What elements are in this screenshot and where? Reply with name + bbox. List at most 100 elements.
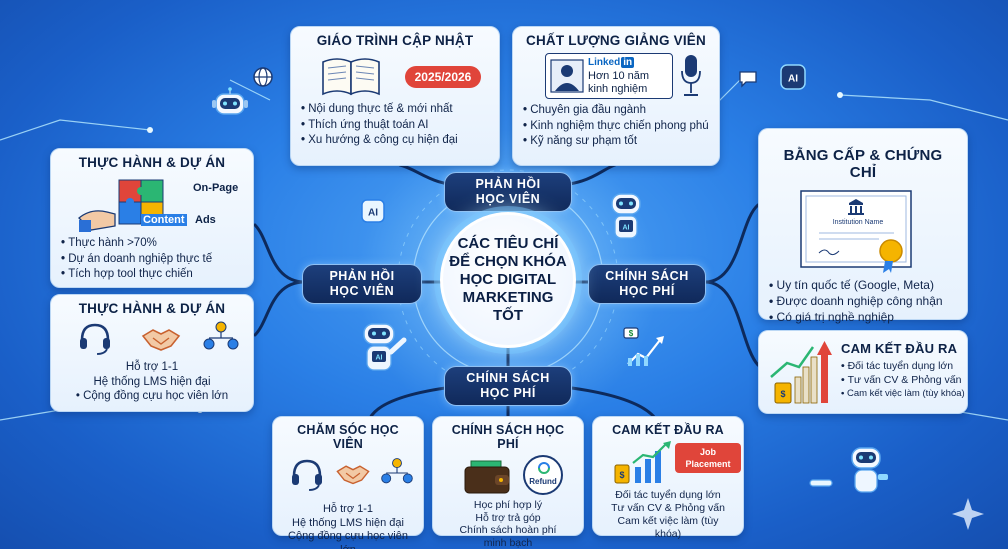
list-item: Có giá trị nghề nghiệp [769,309,957,325]
list-item: Hỗ trợ trả góp [475,511,541,524]
list-item: Cộng đồng cựu học viên lớn [288,530,408,549]
list-item: • Cộng đồng cựu học viên lớn [75,390,229,402]
list-item: Kỹ năng sư phạm tốt [523,134,709,150]
list-item: Nội dung thực tế & mới nhất [301,102,489,118]
puzzle-label-content: Content [141,214,187,226]
ai-chip-icon-right: AI [780,64,806,90]
linkedin-in-badge: in [621,57,635,68]
certificate-visual: Institution Name [769,185,957,277]
center-topic-circle: CÁC TIÊU CHÍ ĐỂ CHỌN KHÓA HỌC DIGITAL MA… [440,212,576,348]
center-line: CÁC TIÊU CHÍ [457,235,559,252]
center-line: HỌC DIGITAL [459,271,557,288]
ai-chip-icon: AI [361,199,385,223]
person-avatar-icon [550,59,584,93]
curriculum-title: GIÁO TRÌNH CẬP NHẬT [316,33,474,48]
output-card-right: $ CAM KẾT ĐẦU RA Đối tác tuyển dụng lớn … [758,330,968,414]
hub-line: PHẢN HỒI [329,269,395,283]
robot-waving-icon: AI [363,323,407,371]
list-item: Thích ứng thuật toán AI [301,118,489,134]
practice-bottom-lines: Hỗ trợ 1-1 Hệ thống LMS hiện đại • Cộng … [61,360,243,404]
care-title: CHĂM SÓC HỌC VIÊN [297,423,399,451]
refresh-icon [538,462,550,474]
experience-line-1: Hơn 10 năm [588,70,650,82]
svg-text:AI: AI [788,74,798,85]
certificate-bullets: Uy tín quốc tế (Google, Meta) Được doanh… [769,277,957,325]
hub-line: HỌC PHÍ [480,386,536,400]
growth-stairs-icon: $ [770,341,832,404]
list-item: Cam kết việc làm (tùy khóa) [841,387,965,401]
robot-icon [212,87,248,115]
hub-line: CHÍNH SÁCH [605,269,689,283]
list-item: Tư vấn CV & Phỏng vấn [841,373,965,387]
curriculum-visual: 2025/2026 [301,52,489,102]
svg-text:AI: AI [623,225,630,232]
hub-bottom: CHÍNH SÁCH HỌC PHÍ [444,366,572,406]
lecturer-title: CHẤT LƯỢNG GIẢNG VIÊN [526,33,706,48]
institution-name-label: Institution Name [832,219,884,226]
hub-left: PHẢN HỒI HỌC VIÊN [302,264,422,304]
hub-top: PHẢN HỒI HỌC VIÊN [444,172,572,212]
output-bottom-title: CAM KẾT ĐẦU RA [612,423,724,437]
list-item: Thực hành >70% [61,236,243,252]
svg-text:$: $ [619,470,624,480]
list-item: Kinh nghiệm thực chiến phong phú [523,119,709,135]
refund-label: Refund [529,477,557,486]
care-lines: Hỗ trợ 1-1 Hệ thống LMS hiện đại Cộng đồ… [283,503,413,549]
practice-card-top: THỰC HÀNH & DỰ ÁN On-Page Content Ads Th… [50,148,254,288]
chat-bubble-icon [739,71,757,88]
headset-icon [292,459,322,491]
robot-right-bottom-icon [851,447,888,493]
center-topic-text: CÁC TIÊU CHÍ ĐỂ CHỌN KHÓA HỌC DIGITAL MA… [449,235,567,325]
drone-icon [809,479,833,487]
microphone-icon [681,55,701,96]
community-icon [381,458,413,484]
wallet-icon [464,460,510,494]
open-book-icon [322,58,380,96]
list-item: minh bạch [483,536,533,549]
lecturer-bullets: Chuyên gia đầu ngành Kinh nghiệm thực ch… [523,103,709,150]
job-placement-tag: Job Placement [675,443,741,473]
puzzle-label-ads: Ads [195,214,216,226]
hub-line: HỌC VIÊN [475,192,541,206]
center-line: ĐỂ CHỌN KHÓA [449,253,567,270]
certificate-icon [800,190,912,273]
support-visual [61,318,243,360]
community-icon [203,321,239,350]
list-item: Hỗ trợ 1-1 [125,361,179,373]
linkedin-text: Linked [588,57,621,68]
practice-bottom-title: THỰC HÀNH & DỰ ÁN [78,301,226,316]
puzzle-visual: On-Page Content Ads [61,170,243,236]
care-visual [283,453,413,497]
care-card: CHĂM SÓC HỌC VIÊN Hỗ trợ 1-1 Hệ thống LM… [272,416,424,549]
output-card-bottom: CAM KẾT ĐẦU RA $ Job Placement Đối tác t… [592,416,744,540]
hub-line: HỌC VIÊN [329,284,395,298]
practice-top-title: THỰC HÀNH & DỰ ÁN [78,155,226,170]
headset-icon [80,323,110,355]
hub-line: CHÍNH SÁCH [466,371,550,385]
output-right-title: CAM KẾT ĐẦU RA [841,341,958,356]
certificate-card: BẰNG CẤP & CHỨNG CHỈ Institution Name Uy… [758,128,968,324]
year-badge: 2025/2026 [405,66,481,88]
list-item: Học phí hợp lý [473,499,543,511]
hub-line: PHẢN HỒI [475,177,541,191]
list-item: Tích hợp tool thực chiến [61,267,243,283]
money-growth-icon: $ [614,441,671,484]
puzzle-label-onpage: On-Page [193,182,239,194]
output-right-bullets: Đối tác tuyển dụng lớn Tư vấn CV & Phỏng… [841,359,965,401]
output-bottom-lines: Đối tác tuyển dụng lớn Tư vấn CV & Phỏng… [603,489,733,541]
list-item: Hệ thống LMS hiện đại [93,375,211,388]
list-item: Đối tác tuyển dụng lớn [615,489,721,501]
svg-text:AI: AI [376,355,383,362]
hub-right: CHÍNH SÁCH HỌC PHÍ [588,264,706,304]
output-bottom-visual: $ Job Placement [603,439,741,485]
curriculum-card: GIÁO TRÌNH CẬP NHẬT 2025/2026 Nội dung t… [290,26,500,166]
robot-holding-ai-icon: AI [611,193,641,239]
handshake-icon [141,329,181,351]
hub-line: HỌC PHÍ [619,284,675,298]
svg-text:$: $ [780,389,785,399]
tuition-lines: Học phí hợp lý Hỗ trợ trả góp Chính sách… [443,499,573,549]
